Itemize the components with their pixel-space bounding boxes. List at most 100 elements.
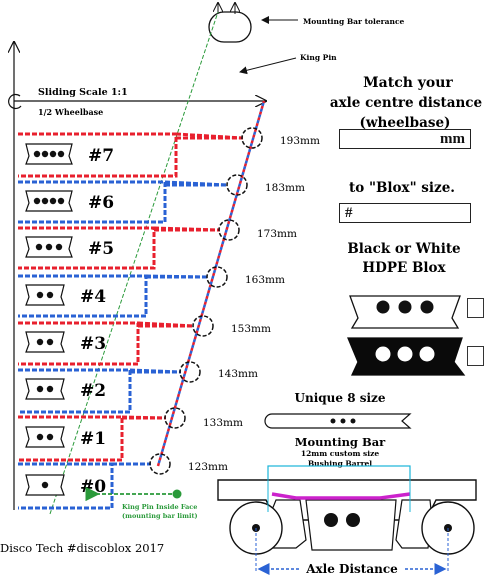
axle-circle (206, 266, 228, 288)
blox-hole (41, 481, 49, 489)
blox-step-6: #6 183mm (18, 174, 305, 224)
blox-size-field[interactable]: # (339, 203, 471, 223)
axle-distance-label: Axle Distance (305, 562, 398, 576)
king-pin-face-marker (172, 489, 182, 499)
blox-hole (35, 243, 43, 251)
blox-icon (25, 378, 65, 400)
blox-label: #6 (88, 193, 114, 213)
white-blox-checkbox[interactable] (467, 298, 484, 318)
step-outline (18, 132, 178, 178)
mounting-bar-sample (264, 413, 412, 429)
blox-mm-label: 193mm (280, 135, 320, 147)
blox-mm-label: 163mm (245, 274, 285, 286)
blox-label: #2 (80, 381, 106, 401)
king-pin-face-line2: (mounting bar limit) (122, 512, 198, 520)
blox-label: #5 (88, 239, 114, 259)
heading-line2: axle centre distance (330, 95, 482, 111)
blox-mm-label: 133mm (203, 417, 243, 429)
wheelbase-mm-field[interactable]: mm (339, 129, 471, 149)
blox-step-1: #1 133mm (18, 407, 243, 462)
blox-icon (25, 284, 65, 306)
blox-hole (49, 197, 57, 205)
blox-icon (25, 331, 65, 353)
material-line2: HDPE Blox (362, 260, 446, 276)
axle-circle (218, 219, 240, 241)
step-riser (175, 132, 244, 140)
axle-circle (164, 407, 186, 429)
blox-step-4: #4 163mm (18, 266, 285, 318)
blox-icon (25, 426, 65, 448)
axle-circle (179, 361, 201, 383)
axle-circle (241, 127, 263, 149)
blox-hole (45, 243, 53, 251)
blox-hole (36, 433, 44, 441)
king-pin-label: King Pin (300, 53, 337, 62)
blox-step-7: #7 193mm (18, 127, 320, 178)
blox-hole (57, 197, 65, 205)
blox-step-5: #5 173mm (18, 219, 297, 270)
king-pin-line (49, 11, 219, 515)
blox-hole (41, 197, 49, 205)
blox-label: #4 (80, 287, 106, 307)
step-outline (18, 415, 124, 462)
blox-mm-label: 183mm (265, 182, 305, 194)
custom-size-line2: Bushing Barrel (308, 459, 372, 468)
half-wheelbase-label: 1/2 Wheelbase (38, 107, 103, 117)
bogie-drawing (217, 465, 477, 572)
blox-hole (41, 150, 49, 158)
king-pin-face-line1: King Pin Inside Face (122, 503, 197, 511)
black-blox-checkbox[interactable] (467, 346, 484, 366)
blox-label: #7 (88, 146, 114, 166)
blox-hole (36, 338, 44, 346)
footer-credit: Disco Tech #discoblox 2017 (0, 541, 164, 555)
blox-icon (25, 190, 73, 212)
blox-hole (57, 150, 65, 158)
axle-circle (149, 453, 171, 475)
blox-hole (36, 385, 44, 393)
blox-hole (33, 150, 41, 158)
step-outline (18, 321, 140, 366)
blox-hole (46, 338, 54, 346)
heading-line3: (wheelbase) (360, 115, 451, 131)
step-outline (18, 462, 114, 510)
blox-hole (33, 197, 41, 205)
blox-mm-label: 123mm (188, 461, 228, 473)
blox-step-2: #2 143mm (18, 361, 258, 414)
custom-size-line1: 12mm custom size (301, 449, 380, 458)
blox-hole (46, 385, 54, 393)
step-outline (18, 368, 132, 414)
unique-size-label: Unique 8 size (295, 391, 386, 405)
blox-mm-label: 153mm (231, 323, 271, 335)
blox-hole (55, 243, 63, 251)
rotate-icon (8, 93, 22, 110)
blox-size-value: # (345, 205, 353, 221)
blox-mm-label: 173mm (257, 228, 297, 240)
axle-circle (226, 174, 248, 196)
blox-hole (49, 150, 57, 158)
wheelbase-mm-value: mm (440, 131, 465, 147)
tolerance-label: Mounting Bar tolerance (303, 17, 405, 26)
blox-hole (46, 433, 54, 441)
mounting-bar-label: Mounting Bar (295, 435, 386, 449)
step-outline (18, 274, 148, 318)
blox-hole (46, 291, 54, 299)
step-outline (18, 226, 156, 270)
blox-label: #3 (80, 334, 106, 354)
heading-line1: Match your (363, 75, 453, 91)
tolerance-slot-shape (208, 11, 252, 43)
step-outline (18, 180, 167, 224)
scale-label: Sliding Scale 1:1 (38, 87, 128, 98)
blox-mm-label: 143mm (218, 368, 258, 380)
material-line1: Black or White (347, 241, 460, 257)
blox-icon (25, 143, 73, 165)
step-riser (153, 226, 221, 232)
blox-step-3: #3 153mm (18, 315, 271, 366)
blox-label: #1 (80, 429, 106, 449)
axle-circle (192, 315, 214, 337)
king-pin-arrow (239, 57, 297, 75)
to-blox-label: to "Blox" size. (349, 180, 455, 196)
